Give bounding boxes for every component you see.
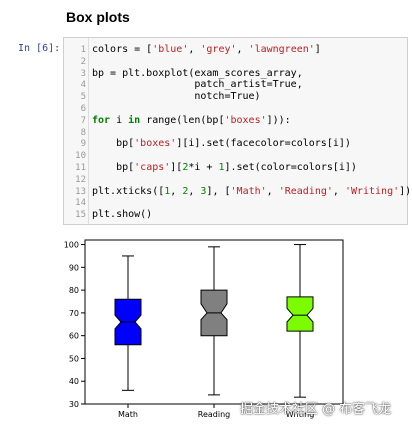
code-text: bp = plt.boxplot(exam_scores_array, [92,67,303,79]
line-number: 15 [75,210,86,221]
y-tick-label: 80 [69,286,79,295]
section-heading: Box plots [66,9,130,25]
line-number: 10 [75,151,86,162]
line-number: 11 [75,163,86,173]
cell-prompt: In [6]: [18,43,61,54]
line-number-gutter [64,38,89,224]
code-text: bp['boxes'][i].set(facecolor=colors[i]) [92,138,351,150]
code-text: patch_artist=True, [92,79,303,91]
y-axis: 30 40 50 60 70 80 90 100 [64,241,85,409]
line-number: 2 [80,56,86,67]
line-number: 3 [80,68,86,79]
boxes [114,244,314,398]
y-tick-label: 60 [69,332,79,341]
line-number: 6 [80,104,86,114]
line-number: 14 [75,198,86,209]
notched-box [286,296,314,332]
watermark-text: 掘金技术社区 @ 布客飞龙 [240,402,392,417]
y-tick-label: 100 [64,241,79,250]
y-tick-label: 40 [69,377,79,386]
box-reading [200,246,228,396]
y-tick-label: 90 [69,263,79,272]
y-tick-label: 70 [69,309,79,318]
code-text: colors = ['blue', 'grey', 'lawngreen'] [92,44,321,55]
code-cell[interactable]: 1 colors = ['blue', 'grey', 'lawngreen'] 2… [63,37,412,225]
line-number: 13 [75,186,86,197]
y-tick-label: 50 [69,354,79,363]
line-number: 9 [80,139,86,150]
code-text: for i in range(len(bp['boxes'])): [92,114,291,126]
code-text: notch=True) [92,91,261,103]
box-math [114,255,142,391]
line-number: 4 [80,80,86,91]
code-text: bp['caps'][2*i + 1].set(color=colors[i]) [92,162,357,173]
line-number: 5 [80,92,86,103]
y-tick-label: 30 [69,400,79,409]
x-tick-label: Math [118,410,138,419]
line-number: 7 [80,115,86,126]
x-tick-label: Reading [198,410,230,419]
boxplot-figure: 30 40 50 60 70 80 90 100 Math Reading Writing [64,239,344,419]
line-number: 12 [75,174,86,185]
x-tick-label: Writing [286,410,315,419]
line-number: 1 [80,45,86,55]
code-text: plt.xticks([1, 2, 3], ['Math', 'Reading'… [92,185,412,197]
box-writing [286,244,314,398]
code-text: plt.show() [92,209,153,221]
line-number: 8 [80,127,86,138]
x-axis: Math Reading Writing [118,404,314,419]
